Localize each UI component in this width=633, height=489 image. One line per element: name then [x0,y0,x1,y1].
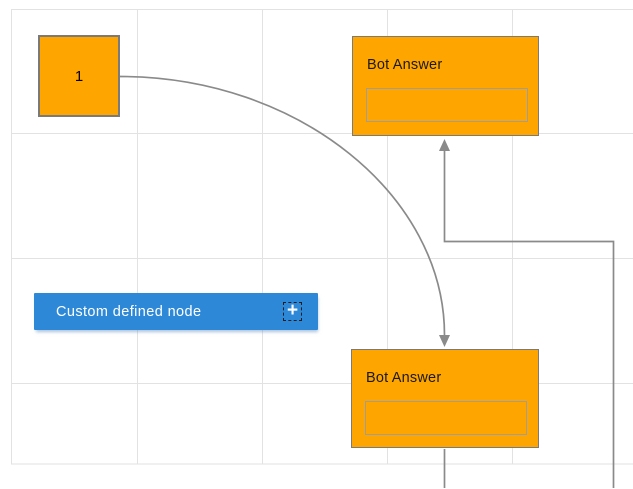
connectors [119,75,615,488]
node-start-label: 1 [74,67,84,85]
add-icon[interactable]: + [283,301,302,321]
node-title: Bot Answer [366,370,442,386]
node-bot-answer-top[interactable]: Bot Answer [352,36,539,136]
arrowhead-up-icon [439,139,450,151]
connector-curve[interactable] [119,75,446,336]
custom-defined-node-label: Custom defined node [56,303,202,320]
custom-defined-node[interactable]: Custom defined node + [34,293,318,330]
arrowhead-down-icon [439,335,450,347]
node-text-field[interactable] [366,88,528,122]
node-title: Bot Answer [367,57,443,73]
node-text-field[interactable] [365,401,527,435]
node-start[interactable]: 1 [38,35,120,117]
node-bot-answer-bottom[interactable]: Bot Answer [351,349,539,448]
connector-orthogonal[interactable] [443,151,615,488]
